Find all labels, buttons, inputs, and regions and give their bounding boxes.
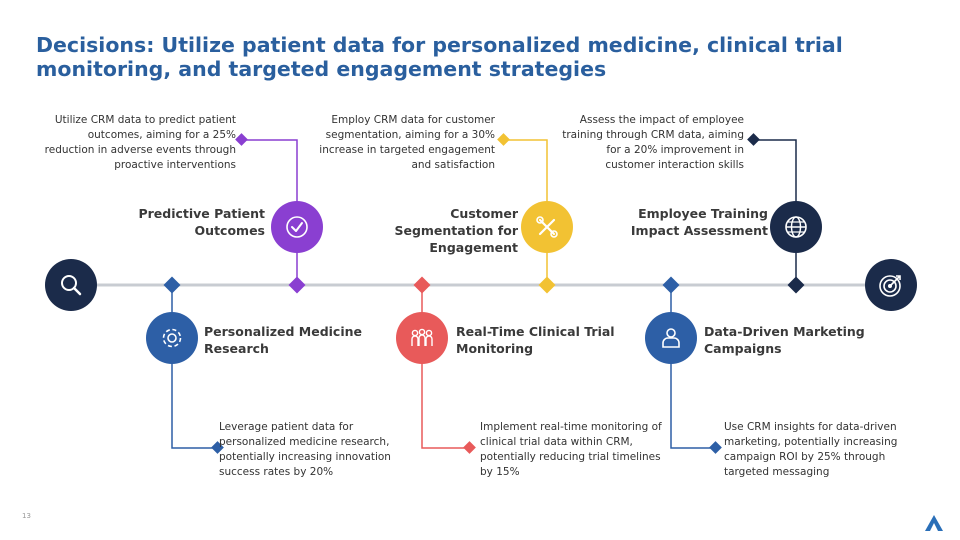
description-predictive: Utilize CRM data to predict patient outc… <box>44 114 236 171</box>
magnifier-icon <box>61 275 82 296</box>
timeline-diamond <box>538 276 556 294</box>
checkmark-icon <box>286 216 308 238</box>
circle-segmentation <box>521 201 573 253</box>
circle-training <box>770 201 822 253</box>
company-logo <box>925 515 943 531</box>
page-title: Decisions: Utilize patient data for pers… <box>36 33 843 81</box>
label-predictive: Predictive Patient Outcomes <box>138 206 265 238</box>
circle-marketing <box>645 312 697 364</box>
label-personalized: Personalized Medicine Research <box>204 324 363 356</box>
description-personalized: Leverage patient data for personalized m… <box>219 421 391 478</box>
marker-diamond <box>211 441 224 454</box>
marker-diamond <box>497 133 510 146</box>
label-marketing: Data-Driven Marketing Campaigns <box>704 324 865 356</box>
timeline-diamond <box>413 276 431 294</box>
timeline-diamond <box>288 276 306 294</box>
timeline-end-circle <box>865 259 917 311</box>
timeline-diamond <box>662 276 680 294</box>
label-segmentation: Customer Segmentation for Engagement <box>394 206 518 255</box>
marker-diamond <box>747 133 760 146</box>
description-clinical: Implement real-time monitoring of clinic… <box>480 421 662 478</box>
connector-clinical <box>421 285 470 449</box>
connector-personalized <box>171 285 218 449</box>
marker-diamond <box>709 441 722 454</box>
globe-icon <box>785 216 807 238</box>
target-icon <box>879 275 901 297</box>
description-training: Assess the impact of employee training t… <box>562 114 744 171</box>
timeline-diamond <box>163 276 181 294</box>
circle-personalized <box>146 312 198 364</box>
timeline-start-circle <box>45 259 97 311</box>
circle-predictive <box>271 201 323 253</box>
marker-diamond <box>235 133 248 146</box>
label-training: Employee Training Impact Assessment <box>630 206 768 238</box>
description-marketing: Use CRM insights for data-driven marketi… <box>724 421 898 478</box>
connector-marketing <box>670 285 716 449</box>
label-clinical: Real-Time Clinical Trial Monitoring <box>456 324 615 356</box>
description-segmentation: Employ CRM data for customer segmentatio… <box>319 114 495 171</box>
person-icon <box>662 328 680 348</box>
gear-icon <box>162 328 182 348</box>
slide-number: 13 <box>22 512 31 520</box>
circle-clinical <box>396 312 448 364</box>
marker-diamond <box>463 441 476 454</box>
tools-icon <box>536 216 558 238</box>
timeline-diamond <box>787 276 805 294</box>
team-icon <box>411 328 433 346</box>
